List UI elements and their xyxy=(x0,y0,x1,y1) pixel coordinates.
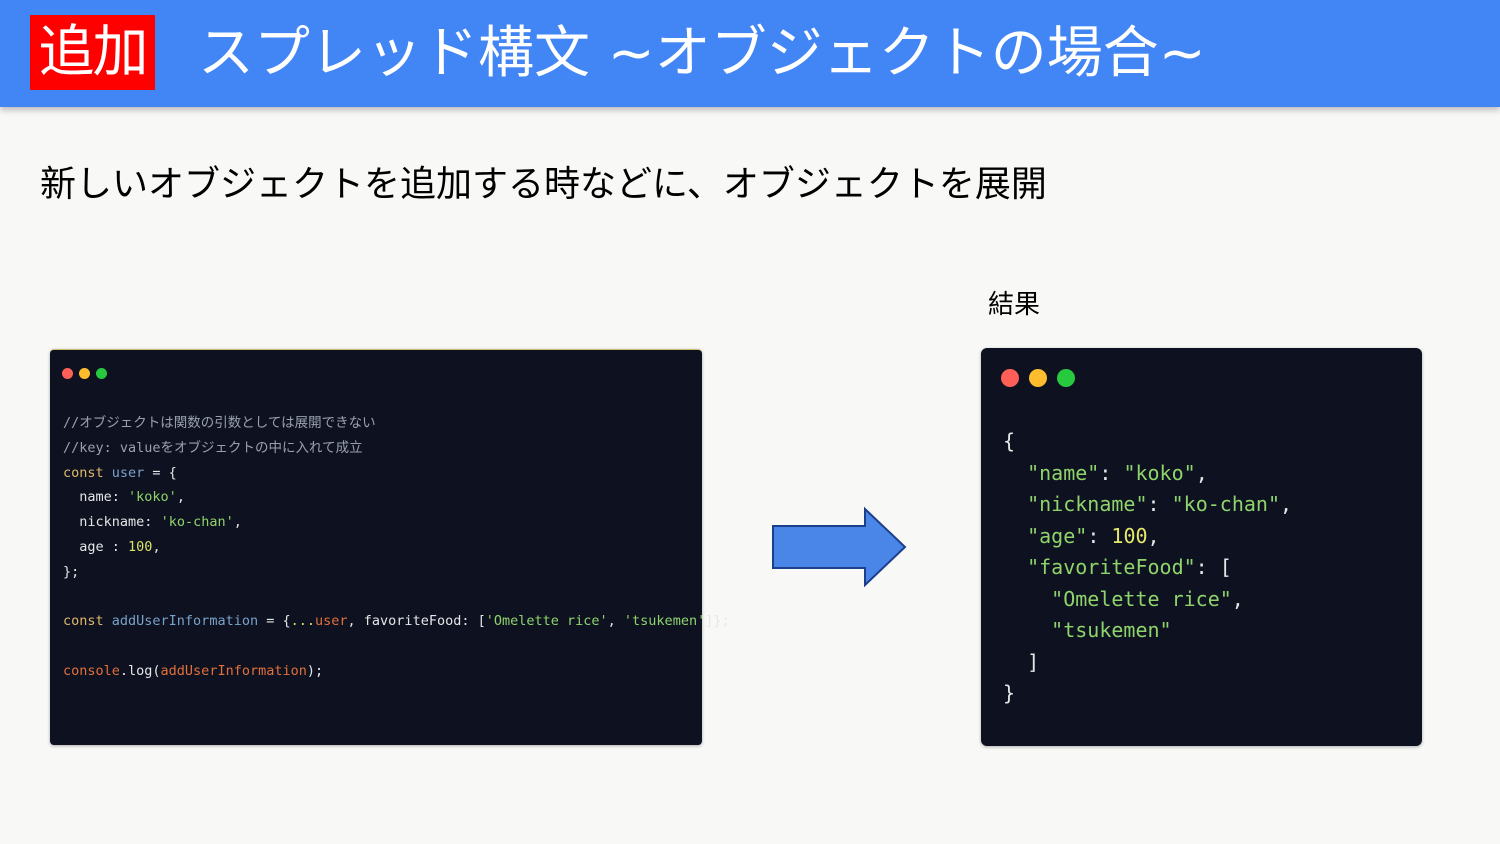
added-badge: 追加 xyxy=(30,15,155,90)
code-property: favoriteFood xyxy=(363,613,462,630)
json-key: "favoriteFood" xyxy=(1027,555,1196,579)
code-keyword: const xyxy=(63,613,104,630)
json-string: "koko" xyxy=(1123,460,1196,485)
slide-header: 追加 スプレッド構文 ~オブジェクトの場合~ xyxy=(0,0,1500,107)
code-keyword: const xyxy=(63,464,104,481)
slide-title: スプレッド構文 ~オブジェクトの場合~ xyxy=(198,21,1206,86)
code-property: age xyxy=(79,538,104,555)
code-variable: addUserInformation xyxy=(160,662,307,679)
window-controls xyxy=(1001,369,1075,387)
result-code-window: { "name": "koko", "nickname": "ko-chan",… xyxy=(981,348,1422,746)
spread-operator: ... xyxy=(290,613,315,630)
code-variable: user xyxy=(315,613,348,630)
code-string: 'Omelette rice' xyxy=(485,613,608,630)
code-string: 'tsukemen' xyxy=(623,613,706,630)
code-property: nickname xyxy=(79,514,145,531)
arrow-shape xyxy=(772,506,907,588)
minimize-dot-icon xyxy=(79,368,90,379)
right-arrow-icon xyxy=(772,506,907,588)
code-variable: addUserInformation xyxy=(111,613,259,630)
json-string: "Omelette rice" xyxy=(1051,586,1232,611)
result-json: { "name": "koko", "nickname": "ko-chan",… xyxy=(1003,429,1293,705)
code-console: console xyxy=(63,662,120,679)
close-dot-icon xyxy=(62,368,73,379)
code-variable: user xyxy=(111,464,145,481)
json-string: "tsukemen" xyxy=(1051,618,1172,642)
json-string: "ko-chan" xyxy=(1171,492,1280,516)
result-label: 結果 xyxy=(988,290,1041,320)
close-dot-icon xyxy=(1001,369,1019,387)
code-string: 'ko-chan' xyxy=(160,514,234,531)
maximize-dot-icon xyxy=(1057,369,1075,387)
minimize-dot-icon xyxy=(1029,369,1047,387)
window-controls xyxy=(62,368,107,379)
slide-subtitle: 新しいオブジェクトを追加する時などに、オブジェクトを展開 xyxy=(40,164,1047,205)
json-key: "age" xyxy=(1027,523,1088,548)
code-string: 'koko' xyxy=(128,489,177,506)
json-key: "name" xyxy=(1027,460,1100,485)
code-comment: //key: valueをオブジェクトの中に入れて成立 xyxy=(63,439,363,456)
code-property: name xyxy=(79,489,112,506)
code-comment: //オブジェクトは関数の引数としては展開できない xyxy=(63,415,376,431)
source-code-window: //オブジェクトは関数の引数としては展開できない //key: valueをオブ… xyxy=(50,349,730,745)
maximize-dot-icon xyxy=(96,368,107,379)
json-key: "nickname" xyxy=(1027,492,1148,516)
source-code: //オブジェクトは関数の引数としては展開できない //key: valueをオブ… xyxy=(63,415,730,679)
code-number: 100 xyxy=(128,538,153,555)
json-number: 100 xyxy=(1111,523,1148,548)
